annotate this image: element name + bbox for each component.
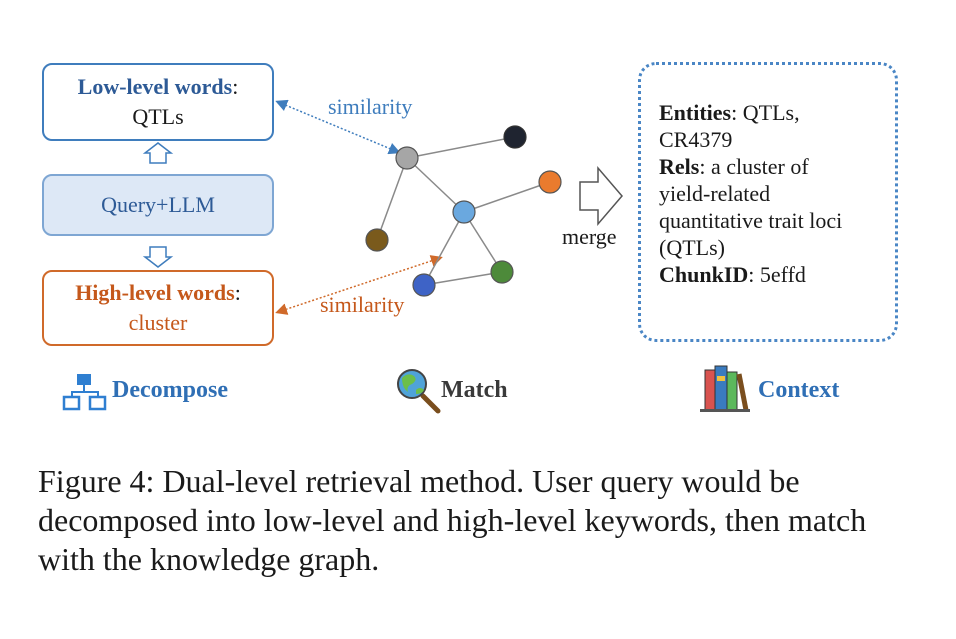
up-arrow-icon [142, 142, 174, 164]
figure-caption: Figure 4: Dual-level retrieval method. U… [38, 463, 867, 577]
high-level-words-box: High-level words: cluster [42, 270, 274, 346]
graph-edges [376, 136, 551, 286]
rels-label: Rels [659, 154, 700, 179]
chunkid-label: ChunkID [659, 262, 749, 287]
rels-value: : a cluster of [699, 154, 809, 179]
context-label: Context [758, 377, 840, 403]
query-llm-box: Query+LLM [42, 174, 274, 236]
low-level-label: Low-level words [77, 74, 233, 99]
chunkid-line: ChunkID: 5effd [659, 261, 895, 288]
chunkid-value: : 5effd [748, 262, 806, 287]
entities-line: Entities: QTLs, [659, 99, 895, 126]
rels-value-line3: quantitative trait loci [659, 208, 843, 233]
entities-label: Entities [659, 100, 732, 125]
match-icon [397, 369, 441, 414]
decompose-label: Decompose [112, 377, 228, 403]
high-level-colon: : [234, 280, 241, 305]
similarity-label-bottom: similarity [320, 292, 405, 317]
context-box: Entities: QTLs, CR4379 Rels: a cluster o… [638, 62, 898, 342]
rels-value-line2: yield-related [659, 181, 771, 206]
merge-arrow-icon [579, 165, 623, 227]
graph-node [365, 228, 389, 252]
low-level-value: QTLs [132, 104, 184, 129]
merge-label: merge [562, 224, 617, 249]
graph-node [452, 200, 476, 224]
query-llm-label: Query+LLM [101, 192, 215, 217]
similarity-arrow-bottom [275, 255, 443, 315]
low-level-words-box: Low-level words: QTLs [42, 63, 274, 141]
graph-node [503, 125, 527, 149]
graph-node [538, 170, 562, 194]
match-label: Match [441, 377, 508, 403]
graph-node [395, 146, 419, 170]
down-arrow-icon [142, 246, 174, 268]
context-icon [700, 365, 750, 412]
rels-line: Rels: a cluster of [659, 153, 895, 180]
high-level-label: High-level words [75, 280, 235, 305]
similarity-arrow-top [275, 99, 401, 155]
entities-value: : QTLs, [731, 100, 800, 125]
low-level-colon: : [232, 74, 239, 99]
rels-value-line4: (QTLs) [659, 235, 725, 260]
similarity-label-top: similarity [328, 94, 413, 119]
decompose-icon [62, 374, 107, 411]
high-level-value: cluster [128, 310, 188, 335]
graph-node [412, 273, 436, 297]
graph-node [490, 260, 514, 284]
entities-value-line2: CR4379 [659, 127, 733, 152]
